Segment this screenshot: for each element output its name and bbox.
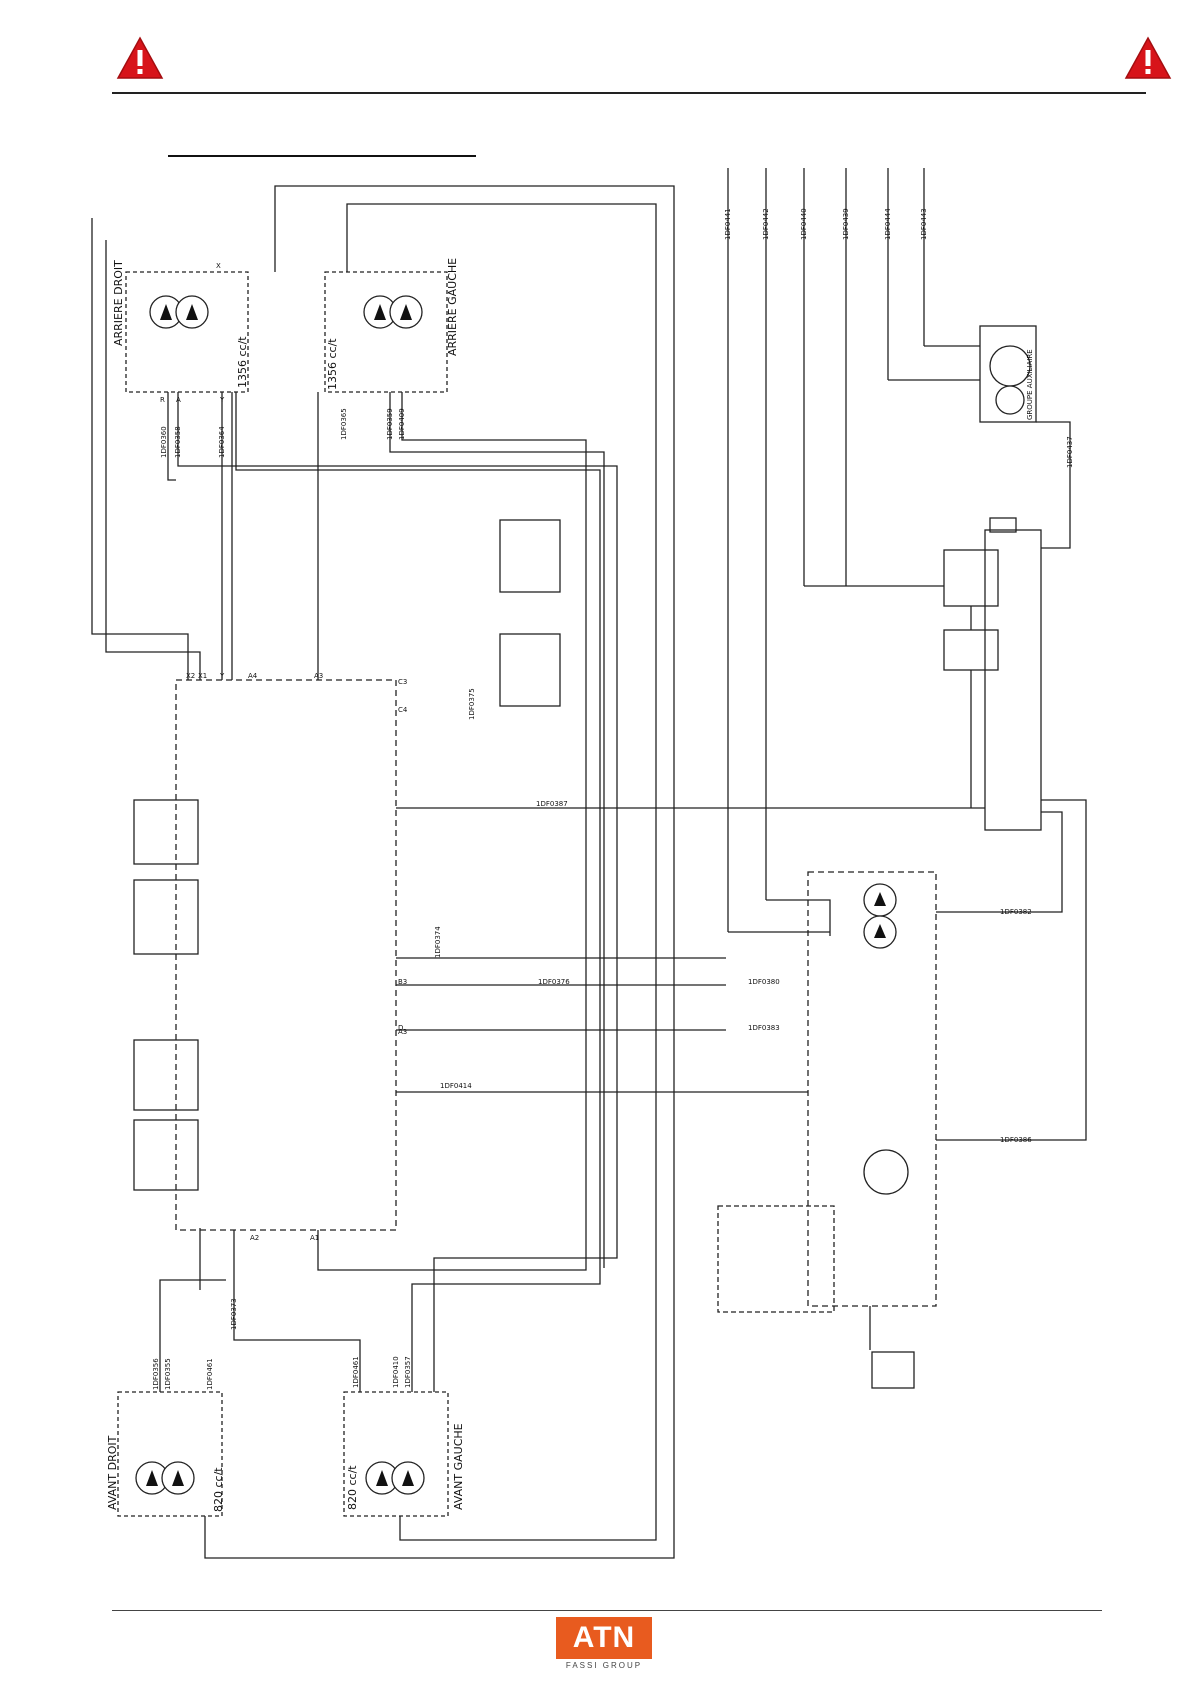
pipe-label: 1DF0383 [748, 1024, 780, 1032]
warning-triangle-icon [116, 36, 164, 79]
pipe-label: 1DF0376 [538, 978, 570, 986]
pipe-label: 1DF0441 [724, 208, 732, 240]
port-label: C3 [398, 678, 407, 686]
pipe-label: 1DF0440 [800, 208, 808, 240]
valve-module-3 [133, 1039, 199, 1111]
pipe-label: 1DF0360 [160, 426, 168, 458]
suction-filter-box [943, 629, 999, 671]
central-valve-block [175, 679, 397, 1231]
avant-gauche-label: AVANT GAUCHE [452, 1423, 465, 1510]
pipe-label: 1DF0443 [920, 208, 928, 240]
pump-group-box [807, 871, 937, 1307]
pipe-label: 1DF0461 [352, 1356, 360, 1388]
relief-valve-left [499, 633, 561, 707]
groupe-auxiliaire-label: GROUPE AUXILIAIRE [1026, 349, 1034, 420]
port-label: X [216, 262, 221, 270]
aux-pump-icon [989, 345, 1031, 387]
port-label: Y [219, 672, 225, 680]
footer-rule [112, 1610, 1102, 1611]
port-label: C4 [398, 706, 408, 714]
logo-brand: ATN [572, 1621, 636, 1654]
pipe-label: 1DF0380 [748, 978, 780, 986]
arriere-droit-label: ARRIERE DROIT [112, 260, 125, 346]
return-filter-box [943, 549, 999, 607]
pipe-label: 1DF0355 [164, 1358, 172, 1390]
relief-valve-right [499, 519, 561, 593]
port-label: X2 [186, 672, 195, 680]
pipe-label: 1DF0386 [1000, 1136, 1032, 1144]
pipe-label: 1DF0461 [206, 1358, 214, 1390]
pipe-label: 1DF0414 [440, 1082, 472, 1090]
port-label: A [176, 396, 181, 404]
pipe-label: 1DF0439 [842, 208, 850, 240]
port-label: B3 [398, 978, 407, 986]
header-rule [112, 92, 1146, 94]
atn-logo: ATN FASSI GROUP [556, 1617, 652, 1675]
port-label: A4 [248, 672, 258, 680]
pipe-label: 1DF0437 [1066, 436, 1074, 468]
port-label: X1 [198, 672, 207, 680]
port-label: Y [219, 396, 225, 404]
aux-group-box [979, 325, 1037, 423]
pipe-label: 1DF0387 [536, 800, 568, 808]
tank-cap [989, 517, 1017, 533]
front-left-displacement: 820 cc/t [346, 1465, 359, 1510]
avant-droit-label: AVANT DROIT [106, 1435, 119, 1510]
aux-motor-icon [995, 385, 1025, 415]
pipe-label: 1DF0442 [762, 208, 770, 240]
port-label: R [160, 396, 165, 404]
front-right-motor-box [117, 1391, 223, 1517]
pipe-label: 1DF0358 [174, 426, 182, 458]
motor-symbols [135, 295, 1031, 1495]
arriere-gauche-label: ARRIERE GAUCHE [446, 258, 459, 356]
engine-motor-icon [871, 1351, 915, 1389]
port-label: A1 [310, 1234, 319, 1242]
rear-left-motor-box [324, 271, 448, 393]
pipe-label: 1DF0365 [340, 408, 348, 440]
pipe-label: 1DF0374 [434, 926, 442, 958]
valve-module-4 [133, 1119, 199, 1191]
front-left-motor-box [343, 1391, 449, 1517]
pipe-label: 1DF0382 [1000, 908, 1032, 916]
main-pump-icon [863, 1149, 909, 1195]
hydraulic-tank [984, 529, 1042, 831]
port-label: D [398, 1024, 403, 1032]
port-label: A2 [250, 1234, 259, 1242]
logo-box [556, 1617, 652, 1659]
pipe-label: 1DF0409 [398, 408, 406, 440]
logo-subtitle: FASSI GROUP [565, 1661, 643, 1670]
pipe-label: 1DF0357 [404, 1356, 412, 1388]
pipe-label: 1DF0373 [230, 1298, 238, 1330]
front-right-displacement: 820 cc/t [212, 1467, 225, 1512]
pipe-label: 1DF0375 [468, 688, 476, 720]
valve-module-2 [133, 879, 199, 955]
pipe-label: 1DF0410 [392, 1356, 400, 1388]
motor-arrows [146, 304, 886, 1486]
rear-left-displacement: 1356 cc/t [326, 338, 339, 390]
pipe-label: 1DF0444 [884, 208, 892, 240]
rear-right-motor-box [125, 271, 249, 393]
pipe-label: 1DF0359 [386, 408, 394, 440]
pipe-label: 1DF0364 [218, 426, 226, 458]
port-label: A3 [398, 1028, 407, 1036]
pipe-label: 1DF0356 [152, 1358, 160, 1390]
control-valve-box [717, 1205, 835, 1313]
port-label: A3 [314, 672, 323, 680]
valve-module-1 [133, 799, 199, 865]
rear-right-displacement: 1356 cc/t [236, 336, 249, 388]
title-underline [168, 155, 476, 157]
warning-triangle-icon [1124, 36, 1172, 79]
